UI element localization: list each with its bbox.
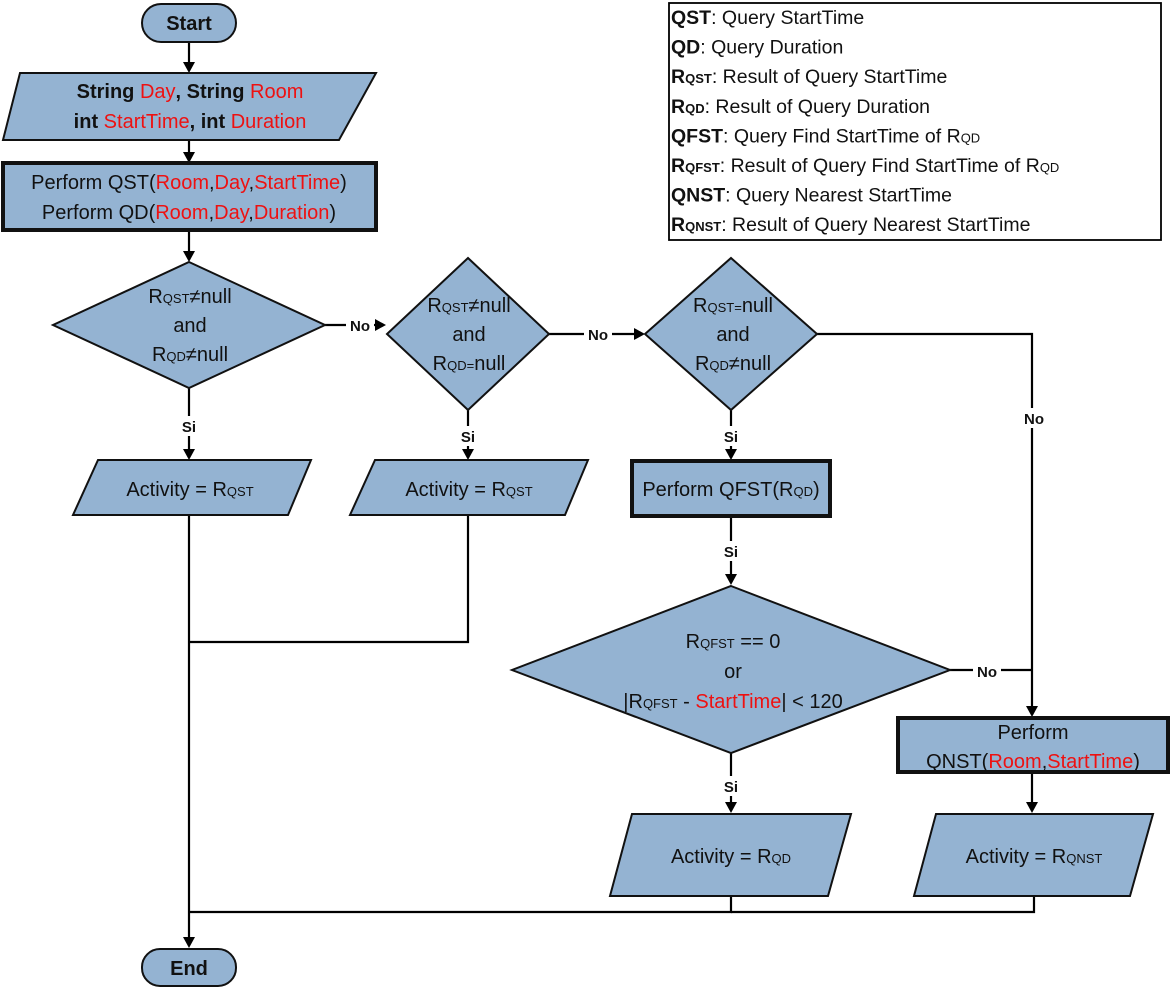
edge-label-no-4: No (977, 664, 997, 681)
decision1-line2: and (173, 315, 206, 337)
input-node (1, 72, 378, 141)
input-line1: String Day, String Room (77, 81, 304, 103)
decision2-line3: RQD=null (433, 353, 506, 375)
qnst-line2: QNST(Room,StartTime) (926, 751, 1140, 773)
perform-node (1, 161, 378, 232)
edge-label-si-1: Si (182, 419, 196, 436)
decision4-line2: or (724, 661, 742, 683)
decision1 (50, 260, 328, 390)
label-bg (457, 426, 479, 446)
activity1 (71, 459, 313, 516)
edge-actqd-merge (189, 896, 733, 914)
decision2-line2: and (452, 324, 485, 346)
legend-row: QNST: Query Nearest StartTime (671, 185, 952, 207)
arrowhead (375, 319, 386, 331)
arrowhead (725, 449, 737, 460)
qfst-label: Perform QFST(RQD) (642, 479, 819, 501)
arrowhead (462, 449, 474, 460)
decision1-line3: RQD≠null (152, 344, 228, 366)
activity-qnst-label: Activity = RQNST (966, 846, 1103, 868)
decision4 (509, 584, 953, 755)
qnst-node (896, 716, 1170, 774)
decision3-line3: RQD≠null (695, 353, 771, 375)
label-bg (720, 426, 742, 446)
legend-row: QST: Query StartTime (671, 7, 864, 29)
label-bg (346, 316, 374, 336)
edge-d3-qnst (817, 332, 1034, 707)
label-bg (1020, 408, 1048, 428)
arrowhead (183, 251, 195, 262)
edge-label-si-4: Si (724, 544, 738, 561)
label-bg (178, 416, 200, 436)
end-terminal (141, 948, 237, 987)
perform-line2: Perform QD(Room,Day,Duration) (42, 202, 336, 224)
arrowhead (1026, 706, 1038, 717)
edge-actqnst-merge (731, 896, 1036, 914)
qnst-line1: Perform (997, 722, 1068, 744)
decision1-line1: RQST≠null (148, 286, 231, 308)
legend-row: RQFST: Result of Query Find StartTime of… (671, 155, 1059, 177)
activity-qd (608, 813, 853, 897)
legend-row: RQNST: Result of Query Nearest StartTime (671, 214, 1030, 236)
decision2 (385, 256, 551, 412)
decision4-line1: RQFST == 0 (686, 631, 781, 653)
arrowhead (183, 62, 195, 73)
label-bg (720, 776, 742, 796)
legend-row: QD: Query Duration (671, 37, 843, 59)
input-line2: int StartTime, int Duration (74, 111, 307, 133)
decision3-line1: RQST=null (693, 295, 773, 317)
label-bg (584, 325, 612, 345)
arrowhead (183, 937, 195, 948)
activity2 (348, 459, 590, 516)
decision4-line3: |RQFST - StartTime| < 120 (623, 691, 842, 713)
edge-label-si-3: Si (724, 429, 738, 446)
edge-label-no-3: No (1024, 411, 1044, 428)
activity2-label: Activity = RQST (405, 479, 532, 501)
arrowhead (634, 328, 645, 340)
legend-box (668, 2, 1162, 241)
edge-label-si-5: Si (724, 779, 738, 796)
end-label: End (170, 958, 208, 980)
perform-line1: Perform QST(Room,Day,StartTime) (31, 172, 347, 194)
legend-row: QFST: Query Find StartTime of RQD (671, 125, 980, 147)
edge-label-no-1: No (350, 318, 370, 335)
arrowhead (183, 449, 195, 460)
edge-label-no-2: No (588, 327, 608, 344)
legend-row: RQD: Result of Query Duration (671, 96, 930, 118)
activity-qd-label: Activity = RQD (671, 846, 791, 868)
decision3-line2: and (716, 324, 749, 346)
edge-label-si-2: Si (461, 429, 475, 446)
arrowhead (725, 574, 737, 585)
decision2-line1: RQST≠null (427, 295, 510, 317)
label-bg (973, 661, 1001, 681)
decision3 (643, 256, 819, 412)
activity1-label: Activity = RQST (126, 479, 253, 501)
qfst-node (630, 459, 832, 518)
arrowhead (1026, 802, 1038, 813)
label-bg (720, 541, 742, 561)
start-label: Start (166, 13, 212, 35)
start-terminal (141, 3, 237, 43)
arrowhead (725, 802, 737, 813)
activity-qnst (912, 813, 1155, 897)
arrowhead (183, 152, 195, 163)
legend-row: RQST: Result of Query StartTime (671, 66, 947, 88)
edge-labels: No No No No Si Si Si Si Si (178, 316, 1048, 796)
edge-act2-merge (189, 515, 470, 644)
